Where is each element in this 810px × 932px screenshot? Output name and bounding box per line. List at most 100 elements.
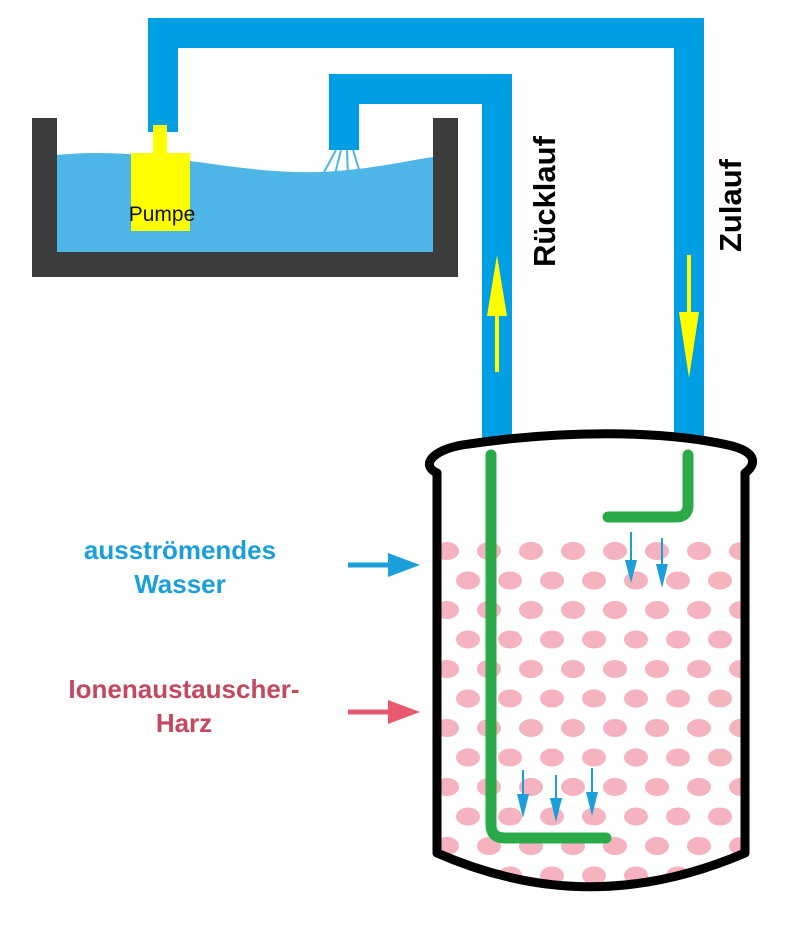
- resin-bead: [456, 807, 480, 826]
- resin-bead: [519, 542, 543, 560]
- supply-line-label: Zulauf: [713, 158, 748, 252]
- resin-bead: [666, 571, 690, 590]
- resin-bead: [540, 748, 564, 767]
- resin-bead: [540, 571, 564, 590]
- resin-bead: [540, 630, 564, 649]
- resin-bead: [624, 689, 648, 708]
- inner-return-pipe: [485, 449, 612, 844]
- return-line-label: Rücklauf: [527, 135, 562, 267]
- resin-bead: [582, 571, 606, 590]
- resin-pointer-arrow: [348, 700, 420, 724]
- resin-bead: [456, 748, 480, 767]
- resin-bead: [645, 660, 669, 678]
- resin-bead: [540, 689, 564, 708]
- resin-bead: [582, 630, 606, 649]
- resin-bead: [441, 837, 459, 855]
- resin-bead: [687, 778, 711, 796]
- resin-bead: [561, 601, 585, 619]
- resin-bead: [561, 778, 585, 796]
- pump-label: Pumpe: [129, 203, 196, 226]
- resin-bead: [708, 630, 732, 649]
- return-flow-arrow: [487, 255, 507, 372]
- resin-bead: [603, 778, 627, 796]
- pump-pipe-stub: [153, 125, 167, 155]
- basin-wall: [32, 118, 458, 277]
- basin: [32, 118, 458, 277]
- resin-bead: [687, 660, 711, 678]
- resin-bead: [687, 719, 711, 737]
- resin-label-line2: Harz: [156, 708, 212, 738]
- resin-bead: [519, 660, 543, 678]
- resin-bead: [561, 542, 585, 560]
- resin-bead: [624, 807, 648, 826]
- resin-bead: [498, 748, 522, 767]
- resin-bead: [582, 807, 606, 826]
- resin-bead: [519, 719, 543, 737]
- resin-bead: [729, 719, 741, 737]
- resin-bead: [582, 748, 606, 767]
- resin-bead: [582, 866, 606, 883]
- resin-bead: [498, 689, 522, 708]
- resin-bead: [441, 601, 459, 619]
- outflowing-water-pointer-arrow: [348, 553, 420, 577]
- resin-bead: [645, 719, 669, 737]
- tank-outline: [425, 429, 757, 892]
- resin-bead: [624, 571, 648, 590]
- resin-bead: [441, 542, 459, 560]
- resin-bead: [498, 807, 522, 826]
- resin-bead: [603, 719, 627, 737]
- resin-bead: [666, 689, 690, 708]
- resin-bead: [729, 660, 741, 678]
- resin-bead: [624, 630, 648, 649]
- resin-bead: [666, 748, 690, 767]
- spray-nozzle: [321, 149, 362, 179]
- resin-bed: [441, 542, 741, 883]
- resin-label-line1: Ionenaustauscher-: [68, 674, 299, 704]
- resin-bead: [456, 630, 480, 649]
- tank-flow-arrows: [517, 532, 668, 822]
- pump-body: [131, 153, 190, 231]
- resin-bead: [645, 778, 669, 796]
- resin-bead: [624, 748, 648, 767]
- supply-flow-arrow: [679, 255, 699, 378]
- resin-bead: [456, 571, 480, 590]
- resin-bead: [498, 630, 522, 649]
- resin-bead: [456, 689, 480, 708]
- resin-bead: [708, 689, 732, 708]
- resin-bead: [708, 748, 732, 767]
- resin-bead: [540, 807, 564, 826]
- resin-bead: [603, 660, 627, 678]
- resin-bead: [666, 807, 690, 826]
- outflowing-water-label-line1: ausströmendes: [84, 535, 276, 565]
- resin-bead: [441, 660, 459, 678]
- resin-bead: [519, 778, 543, 796]
- resin-bead: [603, 542, 627, 560]
- resin-bead: [687, 601, 711, 619]
- outflowing-water-label-line2: Wasser: [134, 569, 226, 599]
- resin-bead: [441, 719, 459, 737]
- resin-bead: [708, 807, 732, 826]
- resin-bead: [645, 601, 669, 619]
- resin-bead: [729, 601, 741, 619]
- resin-bead: [645, 542, 669, 560]
- resin-bead: [645, 837, 669, 855]
- resin-bead: [687, 542, 711, 560]
- resin-bead: [708, 571, 732, 590]
- resin-bead: [561, 660, 585, 678]
- supply-pipe: [148, 18, 704, 440]
- resin-bead: [666, 630, 690, 649]
- resin-bead: [729, 837, 741, 855]
- resin-bead: [441, 778, 459, 796]
- basin-water: [57, 152, 433, 252]
- resin-bead: [729, 542, 741, 560]
- resin-bead: [561, 719, 585, 737]
- inner-supply-pipe: [602, 449, 694, 523]
- resin-bead: [582, 689, 606, 708]
- resin-bead: [729, 778, 741, 796]
- resin-bead: [498, 571, 522, 590]
- resin-bead: [603, 601, 627, 619]
- resin-bead: [687, 837, 711, 855]
- pump: [131, 125, 190, 231]
- resin-bead: [519, 601, 543, 619]
